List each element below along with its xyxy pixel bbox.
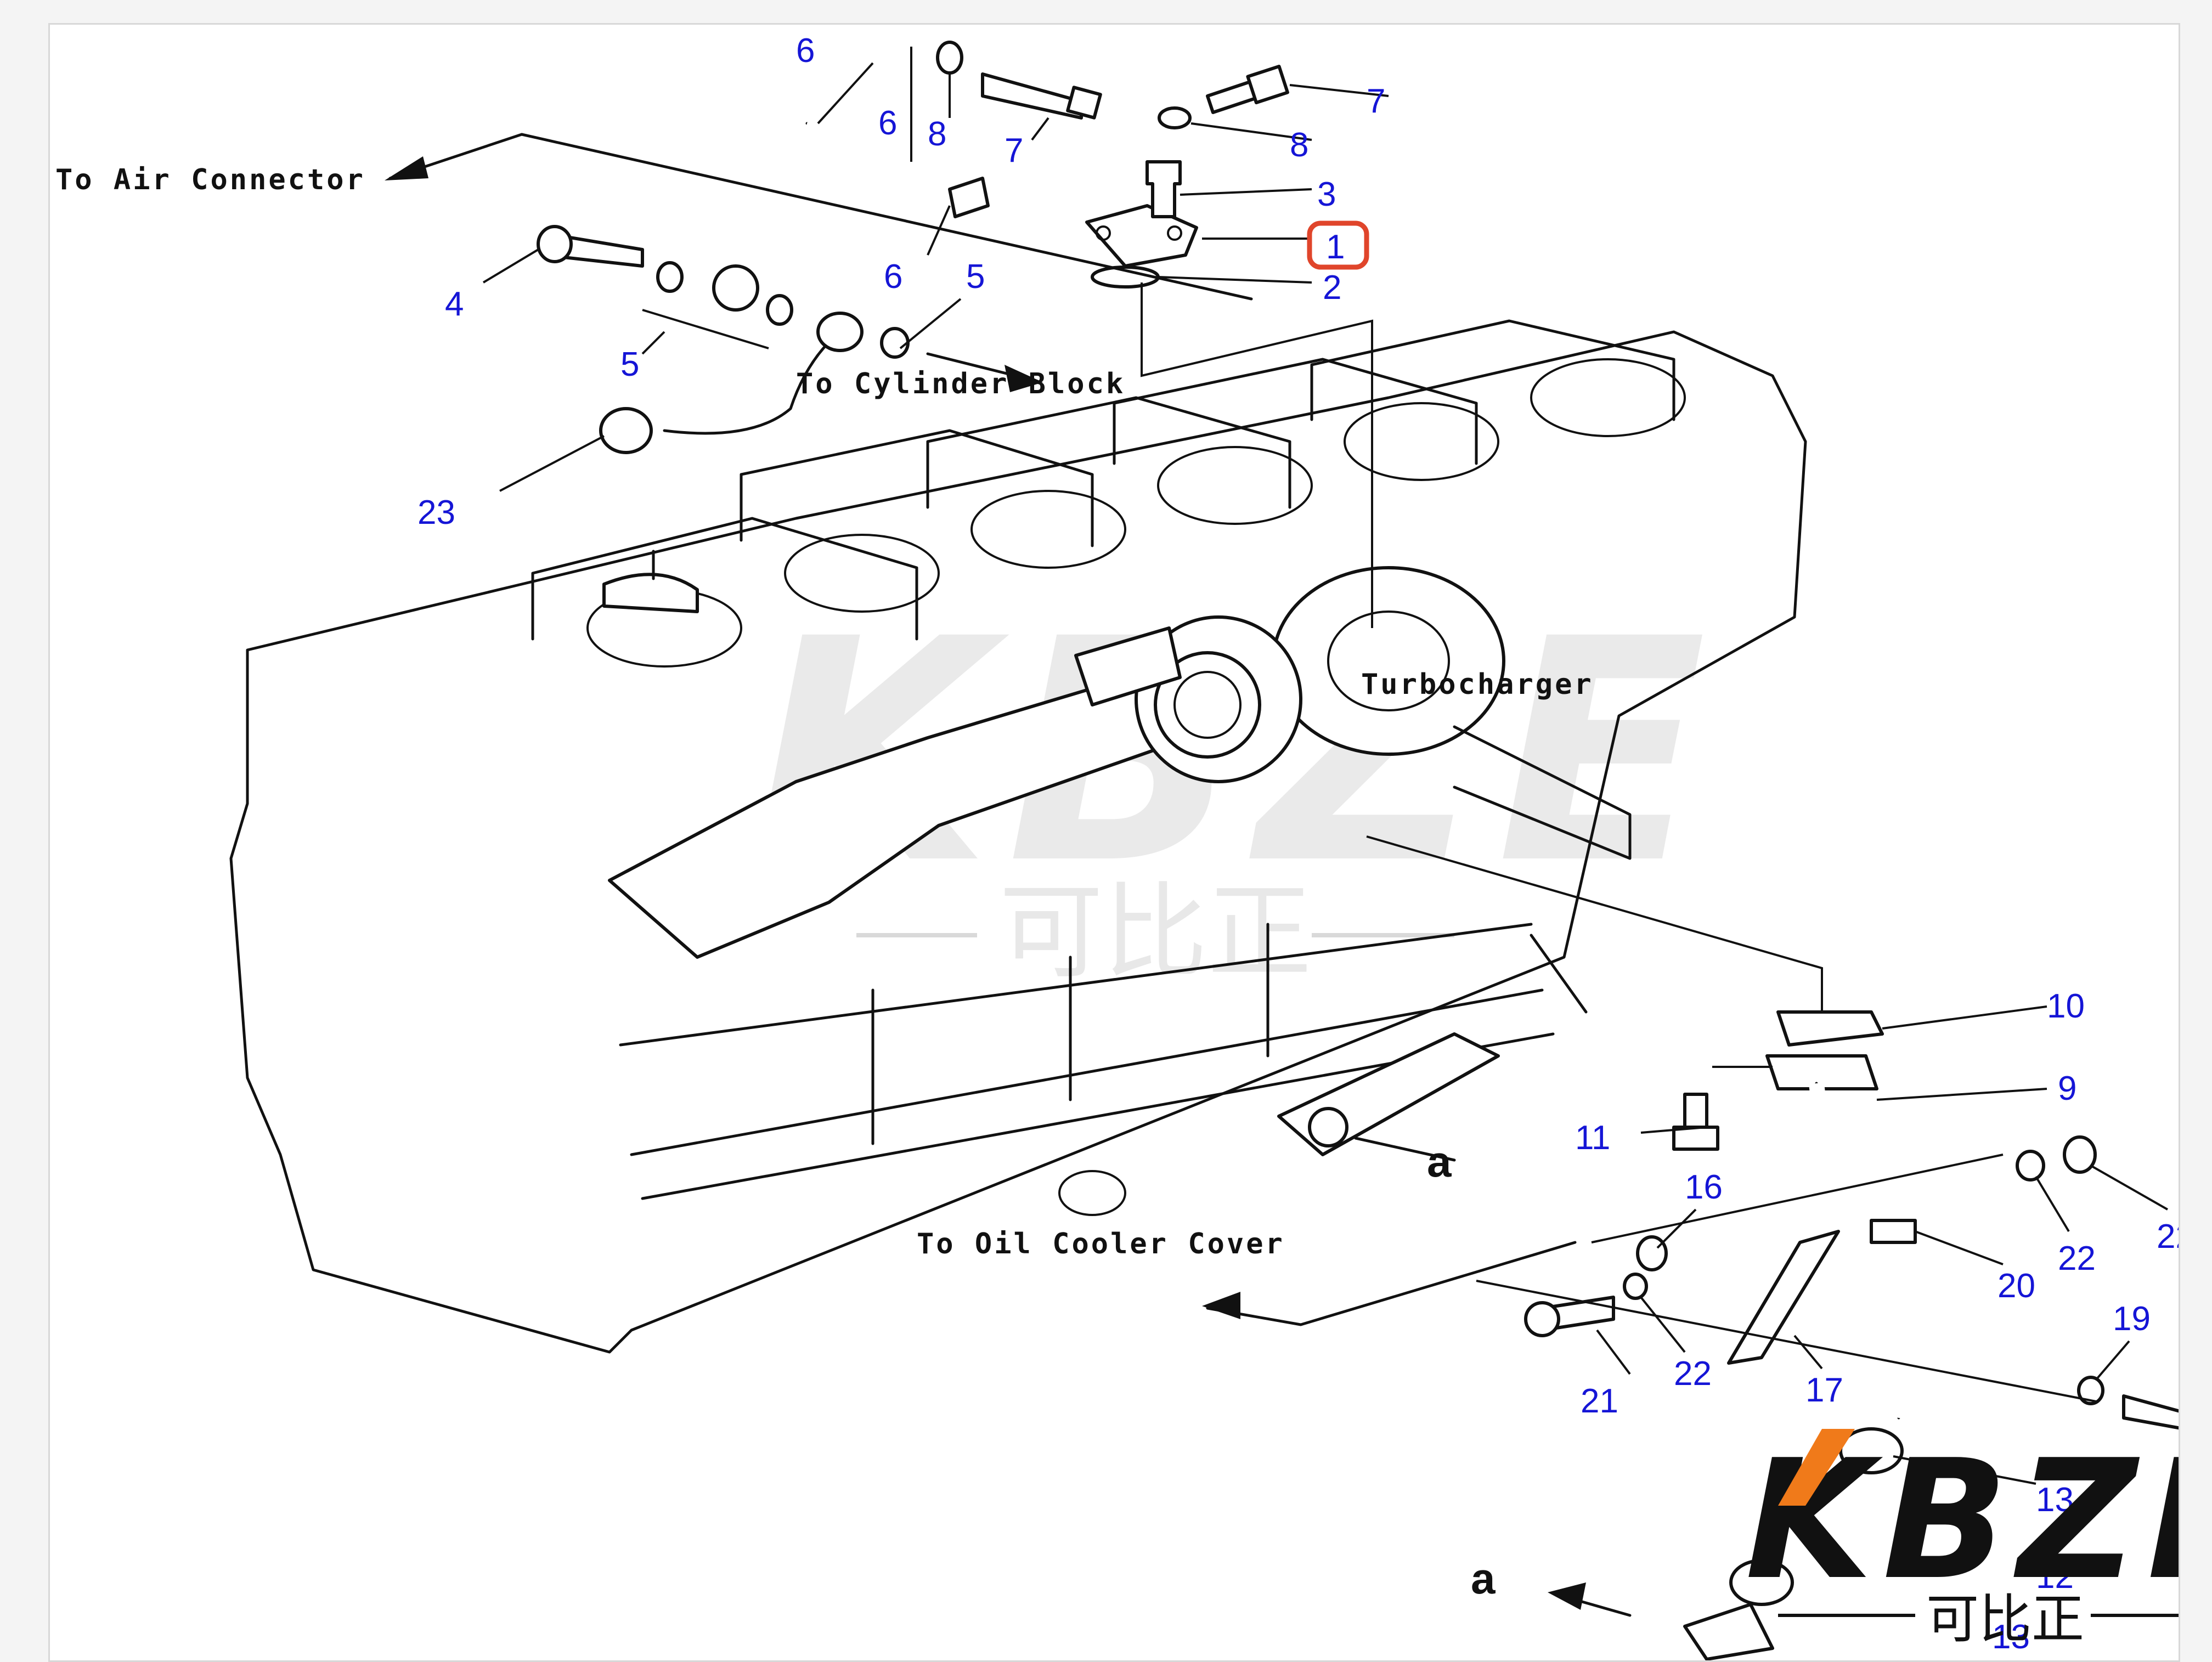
callout-6-low: 6 (884, 258, 902, 296)
callout-2: 2 (1323, 269, 1341, 307)
diagram-sheet: KBZE 可比正 (48, 23, 2180, 1662)
callout-22-left: 22 (1674, 1355, 1712, 1393)
callout-23: 23 (417, 494, 455, 532)
highlight-box-callout-1 (1307, 221, 1369, 270)
logo-brand-cn: 可比正 (1926, 1588, 2084, 1650)
flange-part-1 (1085, 204, 1198, 268)
callout-22-right: 22 (2058, 1240, 2096, 1277)
bolt-part-3 (1146, 160, 1182, 218)
callout-4: 4 (445, 285, 464, 323)
callout-11: 11 (1575, 1119, 1610, 1157)
callout-numbers: 6 6 7 7 8 8 3 1 2 6 5 4 5 23 10 9 11 16 … (417, 32, 2179, 1656)
callout-10: 10 (2047, 987, 2085, 1025)
callout-12: 12 (2036, 1558, 2074, 1596)
annotation-turbocharger: Turbocharger (1361, 668, 1594, 701)
callout-7-left: 7 (1005, 132, 1023, 169)
callout-18: 19 (2113, 1300, 2151, 1338)
callout-19: 20 (1997, 1267, 2035, 1305)
top-parts-group (385, 41, 1373, 628)
callout-8-right: 8 (1290, 126, 1308, 164)
callout-5-left: 5 (620, 346, 639, 383)
callout-21: 22 (2157, 1218, 2179, 1256)
engine-block-drawing (229, 319, 1807, 1354)
kbze-logo: KBZE 可比正 (1745, 1424, 2179, 1650)
logo-accent-stroke (1778, 1429, 1855, 1506)
reference-letter-a-lower: a (1471, 1554, 1496, 1603)
callout-13-bottom: 13 (1992, 1618, 2030, 1656)
annotation-to-oil-cooler-cover: To Oil Cooler Cover (917, 1228, 1285, 1260)
callout-6-top: 6 (796, 32, 815, 70)
callout-20: 21 (1581, 1382, 1618, 1420)
leader-lines (482, 62, 2168, 1485)
annotation-to-air-connector: To Air Connector (55, 163, 365, 196)
callout-7-right: 7 (1367, 82, 1385, 120)
exploded-parts-diagram: KBZE 可比正 (55, 32, 2179, 1660)
callout-9: 9 (2058, 1070, 2076, 1107)
callout-6-mid: 6 (878, 104, 897, 142)
turbocharger-drawing (1074, 566, 1505, 783)
callout-13-top: 13 (2036, 1481, 2074, 1519)
callout-16: 16 (1685, 1168, 1723, 1206)
callout-8-left: 8 (928, 115, 946, 153)
watermark-brand-cn: 可比正 (999, 872, 1312, 993)
callout-1-highlighted: 1 (1326, 228, 1345, 266)
callout-15: 17 (1805, 1371, 1843, 1409)
callout-5-right: 5 (966, 258, 985, 296)
annotation-to-cylinder-block: To Cylinder Block (796, 368, 1125, 400)
oil-pipe-parts-group (1202, 835, 2179, 1660)
callout-3: 3 (1317, 176, 1336, 213)
reference-letter-a: a (1427, 1137, 1452, 1186)
